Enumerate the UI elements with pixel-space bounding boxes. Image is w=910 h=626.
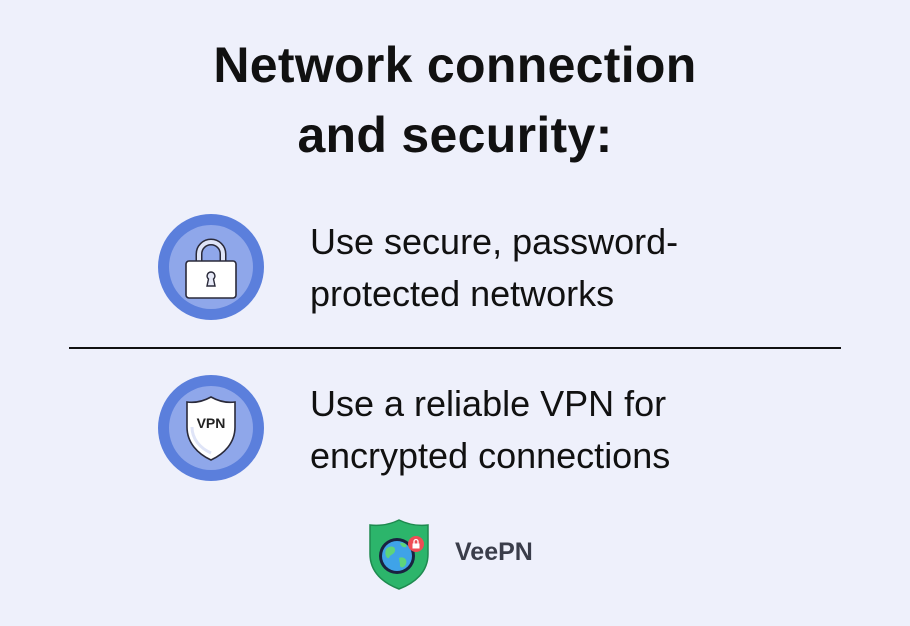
vpn-badge-text: VPN <box>196 415 226 431</box>
divider <box>69 347 841 349</box>
page-title: Network connection and security: <box>0 30 910 170</box>
list-item-vpn: Use a reliable VPN for encrypted connect… <box>310 378 670 482</box>
item-text-line: protected networks <box>310 273 615 314</box>
item-text-line: Use a reliable VPN for <box>310 383 667 424</box>
brand-name: VeePN <box>455 538 533 566</box>
veepn-logo-icon <box>368 518 432 595</box>
vpn-shield-icon: VPN <box>158 375 264 481</box>
title-line-1: Network connection <box>213 37 697 93</box>
lock-icon <box>158 214 264 320</box>
title-line-2: and security: <box>297 107 613 163</box>
item-text-line: Use secure, password- <box>310 221 679 262</box>
item-text-line: encrypted connections <box>310 435 671 476</box>
list-item-secure-networks: Use secure, password- protected networks <box>310 216 678 320</box>
